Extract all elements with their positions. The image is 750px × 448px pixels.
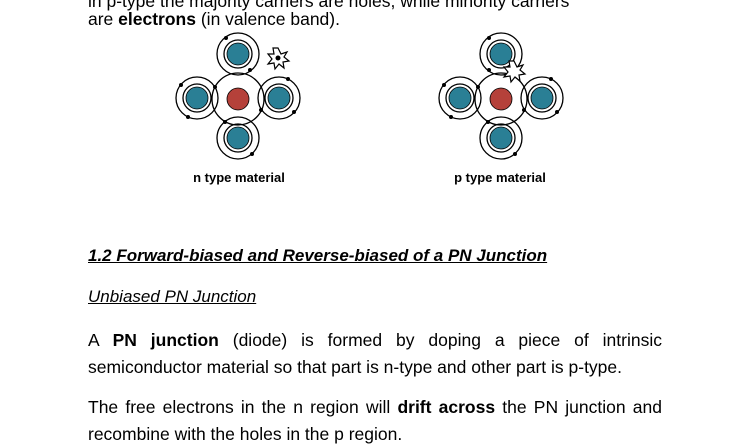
intro-suffix: (in valence band). <box>200 9 340 29</box>
p-type-atom-lattice <box>438 32 564 160</box>
intro-prefix: are <box>88 9 114 29</box>
n-type-atom-lattice <box>175 32 301 160</box>
paragraph1-prefix: A <box>88 330 99 350</box>
paragraph-free-electrons: The free electrons in the n region will … <box>88 394 662 448</box>
n-type-diagram <box>168 30 308 160</box>
intro-top-fragment: in p-type the majority carriers are hole… <box>88 0 570 11</box>
intro-line: are electrons (in valence band). <box>88 6 662 32</box>
paragraph-pn-junction: A PN junction (diode) is formed by dopin… <box>88 327 662 381</box>
hole-burst <box>502 60 527 84</box>
paragraph2-prefix: The free electrons in the n region will <box>88 397 391 417</box>
document-page: in p-type the majority carriers are hole… <box>88 0 662 444</box>
paragraph2-bold: drift across <box>397 397 496 417</box>
section-heading: 1.2 Forward-biased and Reverse-biased of… <box>88 246 548 265</box>
p-type-diagram <box>431 30 571 160</box>
section-subheading: Unbiased PN Junction <box>88 287 257 306</box>
intro-bold-electrons: electrons <box>118 9 196 29</box>
paragraph1-bold: PN junction <box>112 330 219 350</box>
n-type-caption: n type material <box>193 170 285 185</box>
p-type-caption: p type material <box>454 170 546 185</box>
free-electron-burst <box>266 47 291 71</box>
paragraph1-text: (diode) is formed by doping a piece of i… <box>88 330 662 377</box>
